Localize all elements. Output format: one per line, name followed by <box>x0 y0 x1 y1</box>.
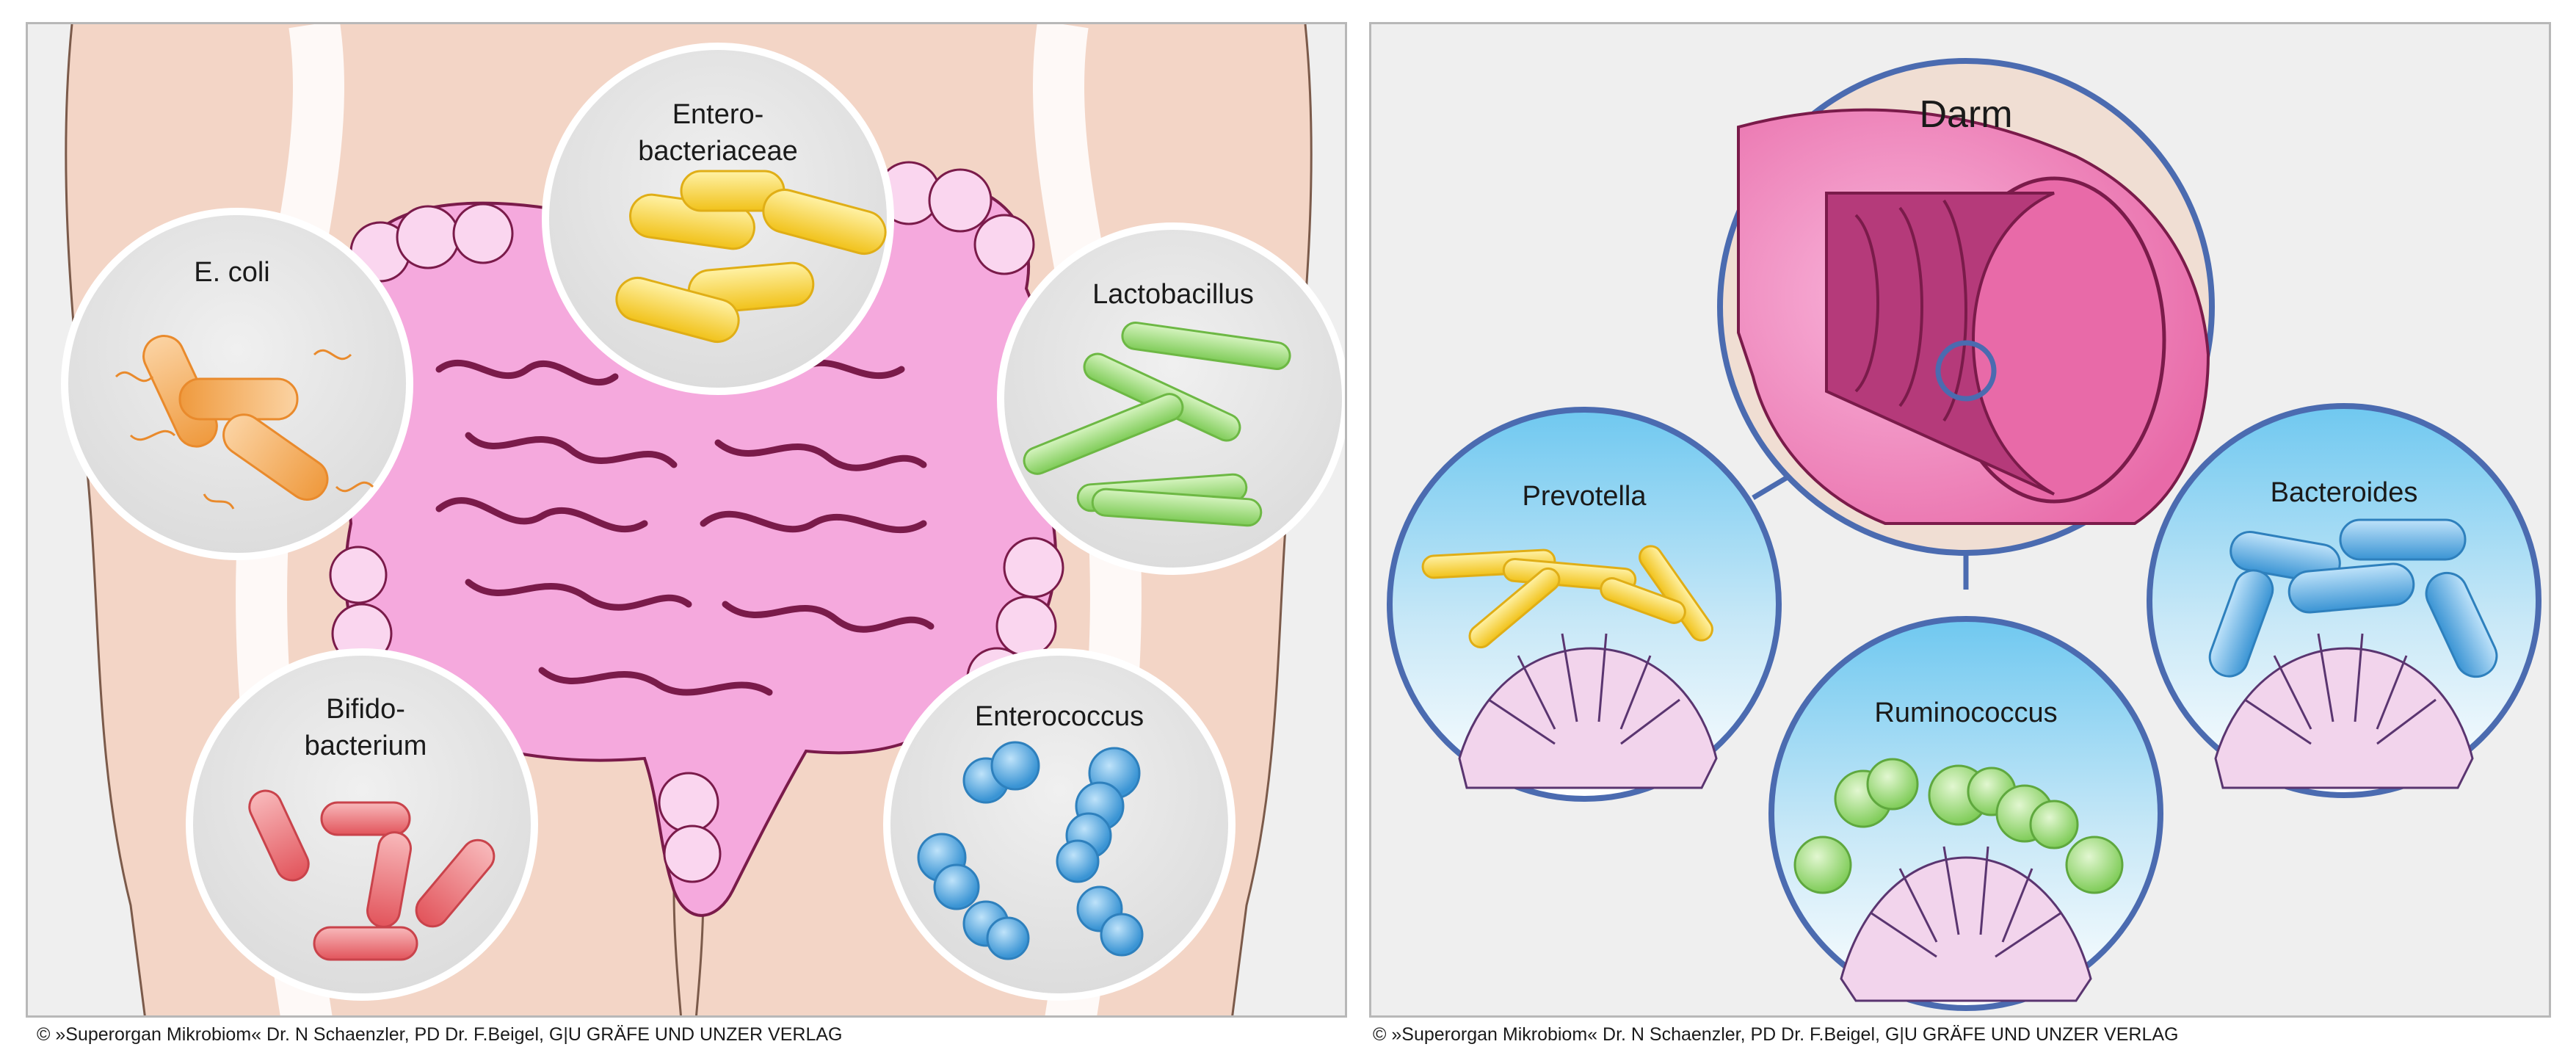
ruminococcus-label: Ruminococcus <box>1874 698 2057 728</box>
left-copyright: © »Superorgan Mikrobiom« Dr. N Schaenzle… <box>37 1024 843 1045</box>
bifidobacterium-label-line2: bacterium <box>305 731 427 761</box>
enterobacteriaceae-label-line1: Entero- <box>672 99 764 130</box>
right-copyright: © »Superorgan Mikrobiom« Dr. N Schaenzle… <box>1373 1024 2179 1045</box>
body-gut-panel: E. coli Entero- bacteriaceae Lactobacill… <box>26 22 1347 1018</box>
enterobacteriaceae-label-line2: bacteriaceae <box>638 136 798 167</box>
bacteroides-bubble: Bacteroides <box>2147 403 2541 798</box>
ecoli-label: E. coli <box>194 257 269 288</box>
bifidobacterium-label-line1: Bifido- <box>326 694 405 725</box>
enterobacteriaceae-bubble: Entero- bacteriaceae <box>542 43 894 395</box>
bacteroides-bacteria <box>2208 518 2498 678</box>
prevotella-bacteria <box>1421 545 1713 649</box>
ecoli-bubble: E. coli <box>61 208 413 560</box>
prevotella-bubble: Prevotella <box>1387 407 1782 802</box>
enterococcus-bacteria <box>917 741 1144 960</box>
darm-bubble: Darm <box>1717 58 2215 556</box>
enterococcus-bubble: Enterococcus <box>883 648 1236 1001</box>
darm-title: Darm <box>1919 93 2012 136</box>
bifidobacterium-bubble: Bifido- bacterium <box>186 648 538 1001</box>
bifidobacterium-bacteria <box>248 789 496 961</box>
ruminococcus-bacteria <box>1793 758 2124 894</box>
enterococcus-label: Enterococcus <box>975 701 1144 732</box>
gut-wall-panel: Darm Prevotella Ruminococcus <box>1369 22 2551 1018</box>
prevotella-label: Prevotella <box>1523 481 1647 512</box>
lactobacillus-label: Lactobacillus <box>1092 279 1254 310</box>
ecoli-bacteria <box>115 335 374 510</box>
body-illustration: E. coli Entero- bacteriaceae Lactobacill… <box>28 24 1345 1015</box>
ruminococcus-bubble: Ruminococcus <box>1768 616 2163 1011</box>
gut-wall-illustration: Darm Prevotella Ruminococcus <box>1387 58 2541 1011</box>
lactobacillus-bacteria <box>1023 322 1291 527</box>
intestine-cross-section <box>1737 108 2210 525</box>
bacteroides-label: Bacteroides <box>2271 477 2418 508</box>
lactobacillus-bubble: Lactobacillus <box>997 222 1345 575</box>
enterobacteriaceae-bacteria <box>615 170 887 343</box>
